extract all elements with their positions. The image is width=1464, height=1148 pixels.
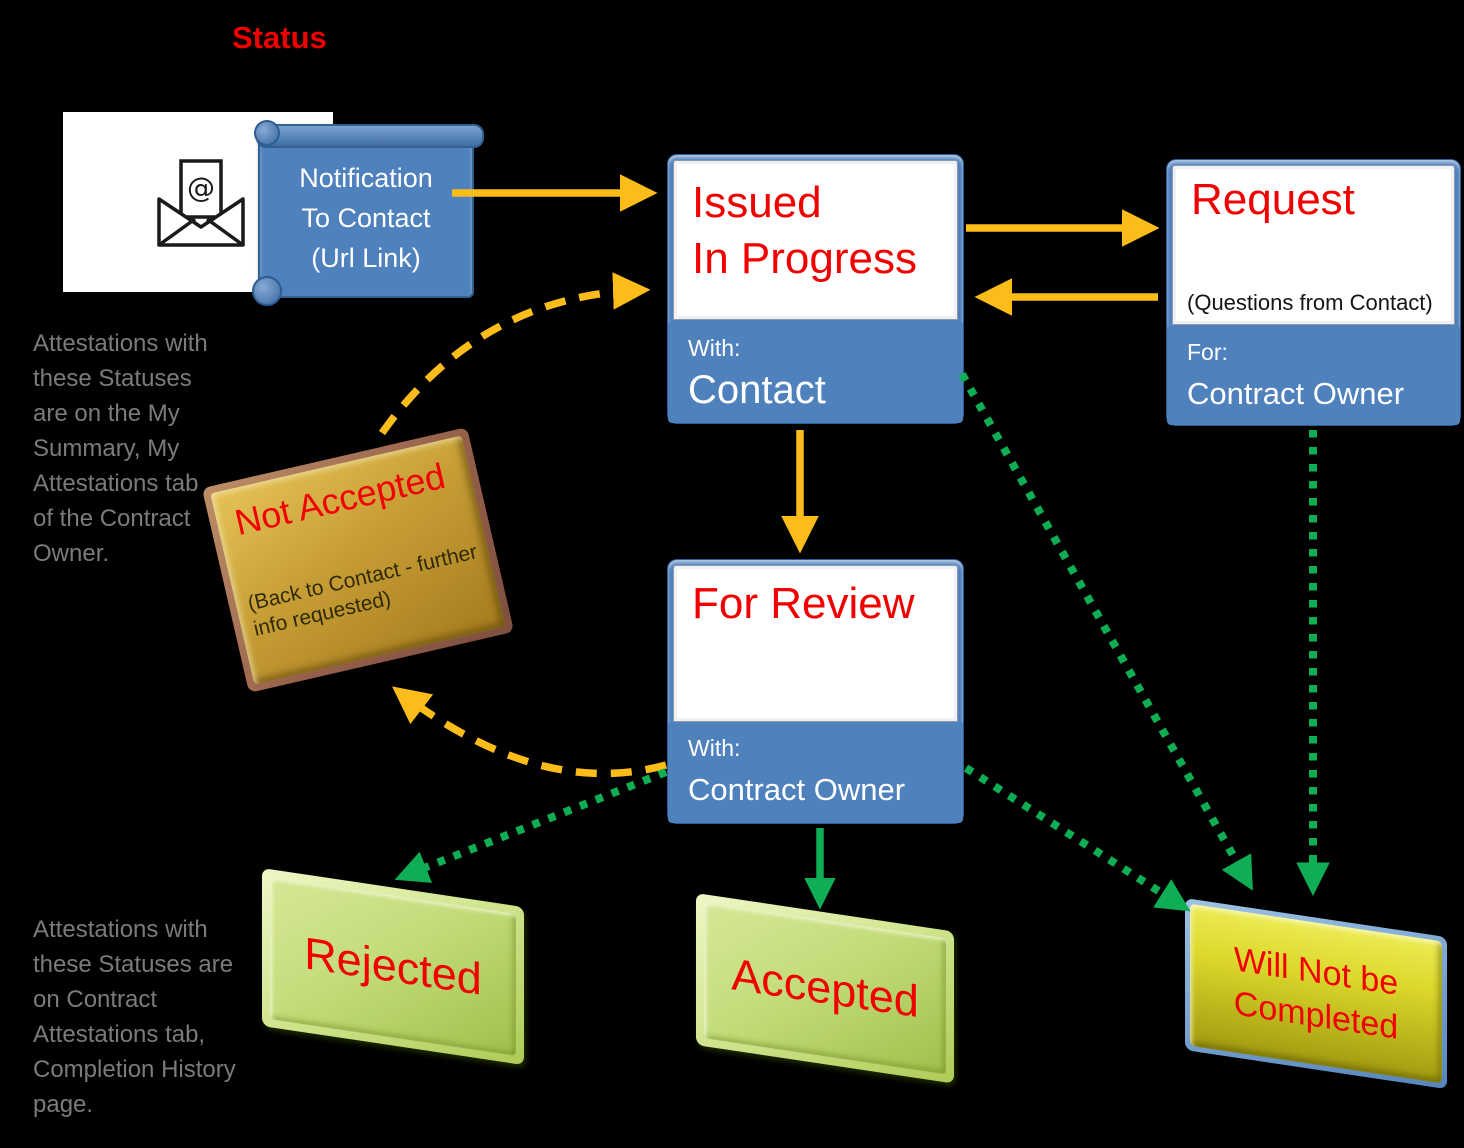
issued-party-area: With: Contact <box>668 323 963 423</box>
scroll-roll <box>256 124 484 148</box>
note-my-summary: Attestations with these Statuses are on … <box>33 330 208 567</box>
for-review-party: Contract Owner <box>688 772 906 807</box>
request-for-label: For: <box>1187 339 1228 365</box>
issued-title-line2: In Progress <box>692 234 917 283</box>
status-box-for-review: For Review With: Contract Owner <box>668 560 963 823</box>
diagram-title: Status <box>232 20 327 55</box>
not-accepted-note: (Back to Contact - further info requeste… <box>245 540 480 641</box>
wnbc-face: Will Not be Completed <box>1190 903 1442 1084</box>
request-title: Request <box>1191 175 1355 224</box>
accepted-title: Accepted <box>731 948 919 1028</box>
notification-scroll: Notification To Contact (Url Link) <box>252 120 484 306</box>
status-sticker-not-accepted: Not Accepted (Back to Contact - further … <box>201 427 515 693</box>
arrow-issued-to-wnbc-dotted <box>958 372 1253 891</box>
wnbc-title: Will Not be Completed <box>1233 940 1399 1047</box>
issued-title-line1: Issued <box>692 178 822 227</box>
issued-title-area: Issued In Progress <box>673 160 958 320</box>
not-accepted-title: Not Accepted <box>230 454 449 544</box>
rejected-title: Rejected <box>304 927 482 1005</box>
for-review-with-label: With: <box>688 735 741 761</box>
for-review-party-area: With: Contract Owner <box>668 723 963 823</box>
svg-text:@: @ <box>187 171 215 204</box>
status-sticker-rejected: Rejected <box>262 868 524 1066</box>
request-party-area: For: Contract Owner <box>1167 327 1460 425</box>
notification-line: To Contact <box>301 203 431 233</box>
status-box-issued-in-progress: Issued In Progress With: Contact <box>668 155 963 423</box>
note-completion-history: Attestations with these Statuses are on … <box>33 916 236 1118</box>
rejected-face: Rejected <box>270 877 516 1056</box>
notification-line: Notification <box>299 163 433 193</box>
issued-party: Contact <box>688 368 826 412</box>
request-note: (Questions from Contact) <box>1187 290 1433 315</box>
issued-with-label: With: <box>688 335 741 361</box>
for-review-title-area: For Review <box>673 565 958 722</box>
not-accepted-face: Not Accepted (Back to Contact - further … <box>210 435 506 685</box>
scroll-curl <box>252 276 282 306</box>
email-envelope-icon: @ <box>157 159 245 247</box>
status-sticker-will-not-be-completed: Will Not be Completed <box>1185 898 1447 1090</box>
arrow-for-review-to-not-accepted-dashed <box>392 686 668 778</box>
notification-line: (Url Link) <box>311 243 421 273</box>
arrow-not-accepted-to-issued-dashed <box>378 272 651 436</box>
status-sticker-accepted: Accepted <box>696 893 954 1084</box>
arrow-for-review-to-rejected-dotted <box>394 768 668 883</box>
arrow-for-review-to-wnbc-dotted <box>963 764 1191 912</box>
scroll-curl <box>254 120 280 146</box>
status-box-request: Request (Questions from Contact) For: Co… <box>1167 160 1460 425</box>
accepted-face: Accepted <box>704 902 946 1075</box>
request-party: Contract Owner <box>1187 376 1405 411</box>
request-title-area: Request (Questions from Contact) <box>1172 165 1455 325</box>
for-review-title: For Review <box>692 579 915 628</box>
